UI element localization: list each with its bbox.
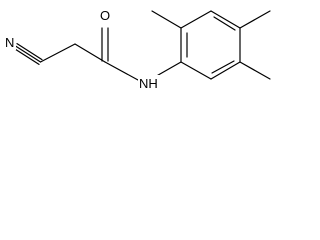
nitrile-group	[13, 42, 76, 66]
methylene-to-carbonyl-bond	[74, 43, 106, 63]
ortho-methyl-bond	[151, 10, 182, 29]
ring-bond-6	[180, 61, 212, 80]
ring-bond-3	[210, 10, 241, 29]
carbonyl-group	[74, 27, 139, 81]
ring-bond-5	[210, 61, 241, 80]
chemical-structure-diagram: N O NH	[3, 8, 271, 92]
amide-nitrogen-mask	[138, 75, 161, 92]
carbonyl-to-amide-nitrogen-bond	[104, 61, 139, 81]
nitrile-nitrogen-label: N	[5, 35, 14, 50]
meta-methyl-bond	[239, 61, 271, 80]
atom-labels: N O NH	[3, 8, 161, 92]
para-methyl-bond	[239, 10, 271, 29]
ring-double-bond-inner-2	[213, 16, 236, 31]
carbonyl-oxygen-label: O	[100, 8, 110, 23]
ring-bond-2	[180, 10, 212, 29]
nitrile-nitrogen-mask	[3, 35, 16, 50]
methyl-substituents	[151, 10, 271, 80]
ring-double-bond-inner-3	[211, 60, 235, 74]
nitrile-triple-bond-a	[13, 47, 40, 66]
amide-nitrogen-label: NH	[139, 76, 158, 91]
benzene-ring	[180, 10, 241, 80]
nitrile-triple-bond-b	[14, 45, 42, 63]
nitrile-to-methylene-bond	[39, 43, 76, 63]
carbonyl-oxygen-mask	[98, 8, 112, 24]
nitrile-triple-bond-c	[16, 42, 43, 61]
